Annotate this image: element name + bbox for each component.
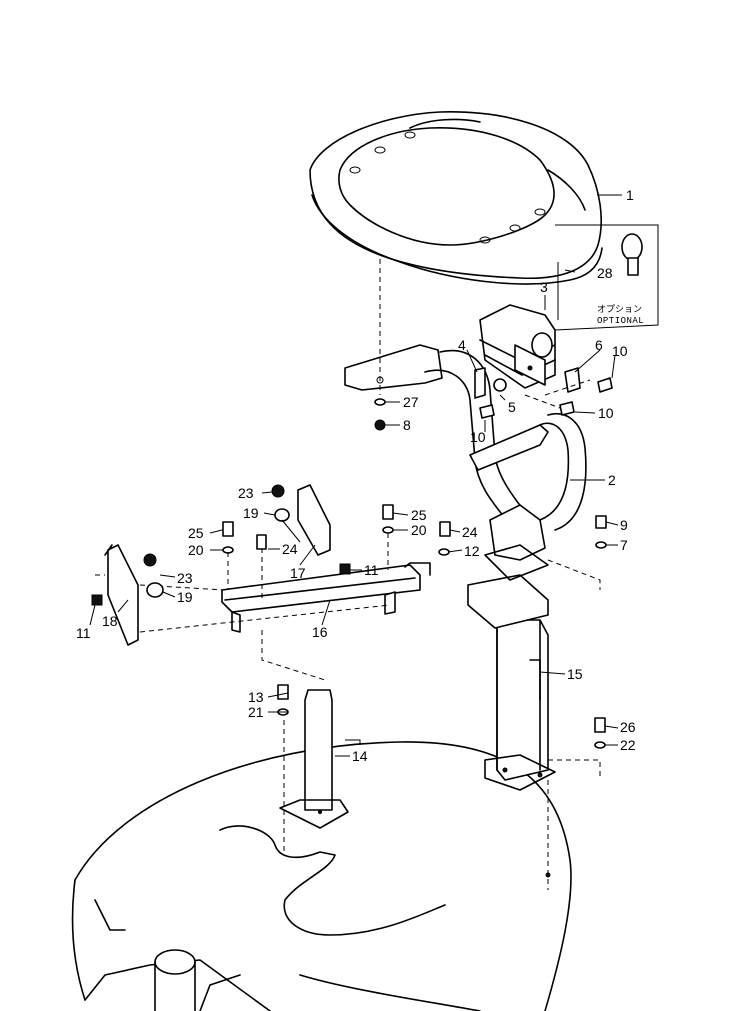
callout-5: 5 [508,399,516,415]
callout-1: 1 [626,187,634,203]
callout-11-left: 11 [76,625,91,641]
callout-2: 2 [608,472,616,488]
callout-10-left: 10 [470,429,486,445]
callout-14: 14 [352,748,368,764]
callout-19-lower: 19 [177,589,193,605]
callout-18: 18 [102,613,118,629]
pedestal-14 [261,630,361,855]
callout-4: 4 [458,337,466,353]
callout-16: 16 [312,624,328,640]
callout-22: 22 [620,737,636,753]
callout-13: 13 [248,689,264,705]
optional-label-jp: オプション [597,304,642,315]
cab-floor [71,741,572,1011]
callout-20-left: 20 [188,542,204,558]
callout-8: 8 [403,417,411,433]
callout-17: 17 [290,565,306,581]
optional-box: オプション OPTIONAL [554,224,659,331]
optional-label-en: OPTIONAL [597,316,644,326]
callout-6: 6 [595,337,603,353]
callout-20-right: 20 [411,522,427,538]
callout-28: 28 [597,265,613,281]
callout-7: 7 [620,537,628,553]
support-arm-2 [344,344,601,590]
pedestal-15 [467,574,601,890]
callouts: 1 2 3 4 5 6 7 8 9 10 10 10 11 11 12 13 1… [76,187,636,764]
side-brackets [95,484,391,646]
callout-23-lower: 23 [177,570,193,586]
callout-11-right: 11 [364,562,379,578]
seat-1 [309,111,603,285]
hardware [91,160,613,749]
armrest-3 [479,304,556,389]
callout-25-left: 25 [188,525,204,541]
callout-23-upper: 23 [238,485,254,501]
bracket-16 [221,548,431,633]
leader-lines [89,194,622,757]
callout-9: 9 [620,517,628,533]
callout-15: 15 [567,666,583,682]
callout-25-right: 25 [411,507,427,523]
callout-21: 21 [248,704,264,720]
callout-12: 12 [464,543,480,559]
callout-27: 27 [403,394,419,410]
callout-24-right: 24 [462,524,478,540]
callout-10-mid: 10 [598,405,614,421]
callout-24-left: 24 [282,541,298,557]
callout-19-upper: 19 [243,505,259,521]
callout-3: 3 [540,279,548,295]
callout-26: 26 [620,719,636,735]
callout-10-top: 10 [612,343,628,359]
